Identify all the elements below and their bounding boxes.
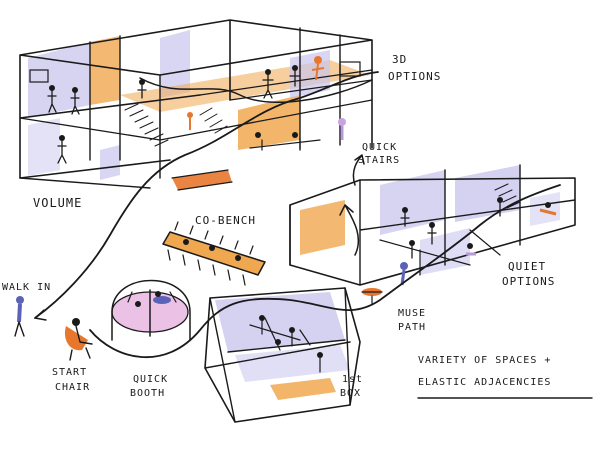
first-box — [204, 287, 361, 423]
label-start-chair-1: START — [52, 367, 87, 378]
caption-line-2: ELASTIC ADJACENCIES — [418, 377, 551, 388]
label-co-bench: CO-BENCH — [195, 214, 256, 227]
caption-line-1: VARIETY OF SPACES + — [418, 355, 551, 366]
muse-path — [34, 71, 561, 359]
label-walk-in: WALK IN — [2, 282, 51, 293]
start-chair — [64, 318, 93, 361]
walk-in-figure — [14, 296, 25, 337]
volume-building — [19, 19, 373, 191]
label-volume: VOLUME — [33, 196, 82, 210]
labels: 3D OPTIONS VOLUME QUICK STAIRS CO-BENCH … — [2, 53, 593, 399]
co-bench — [162, 221, 266, 286]
label-start-chair-2: CHAIR — [55, 382, 90, 393]
label-3d-options-2: OPTIONS — [388, 70, 441, 83]
label-first-box-1: 1st — [342, 374, 363, 385]
volume-people — [47, 56, 346, 164]
quick-booth — [111, 279, 191, 341]
label-muse-path-2: PATH — [398, 322, 426, 333]
label-quick-booth-1: QUICK — [133, 374, 168, 385]
label-3d-options-1: 3D — [392, 53, 407, 66]
label-quick-booth-2: BOOTH — [130, 388, 165, 399]
label-quiet-options-1: QUIET — [508, 260, 546, 273]
label-quick-stairs-1: QUICK — [362, 142, 397, 153]
label-first-box-2: BOX — [340, 388, 361, 399]
label-muse-path-1: MUSE — [398, 308, 426, 319]
label-quiet-options-2: OPTIONS — [502, 275, 555, 288]
label-quick-stairs-2: STAIRS — [358, 155, 400, 166]
